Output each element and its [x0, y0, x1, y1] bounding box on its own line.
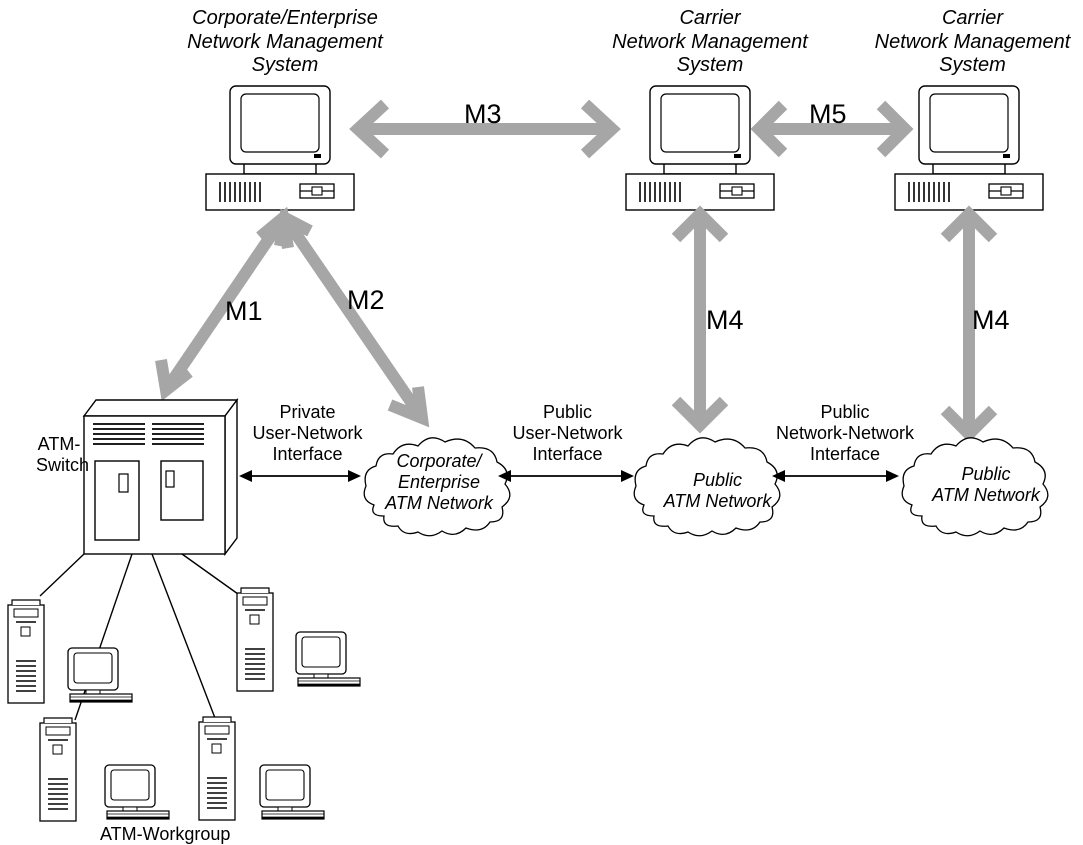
workgroup-server-2: [236, 587, 274, 692]
public-atm-network-cloud-2: [901, 437, 1049, 537]
m4-arrow-right: [940, 205, 998, 443]
carrier-nms-computer-1: [625, 85, 775, 211]
workgroup-workstation-3: [104, 764, 170, 821]
m1-label: M1: [225, 296, 263, 326]
private-uni-arrow: [239, 470, 361, 482]
workgroup-workstation-2: [295, 631, 361, 688]
atm-workgroup-label: ATM-Workgroup: [100, 824, 231, 844]
private-uni-label: Private User-Network Interface: [252, 402, 363, 465]
workgroup-workstation-4: [259, 764, 325, 821]
carrier-nms-label-1: Carrier Network Management System: [612, 7, 808, 77]
atm-switch: [82, 397, 239, 557]
workgroup-workstation-1: [67, 647, 133, 704]
public-nni-label: Public Network-Network Interface: [775, 402, 915, 465]
m5-label: M5: [809, 99, 847, 129]
corporate-nms-computer: [205, 85, 355, 211]
corporate-atm-network-cloud: [363, 437, 511, 537]
workgroup-server-4: [198, 716, 236, 821]
carrier-nms-computer-2: [894, 85, 1044, 211]
public-uni-arrow: [498, 470, 634, 482]
m4-arrow-left: [671, 205, 729, 434]
public-atm-network-cloud-1: [633, 437, 781, 537]
workgroup-server-1: [7, 599, 45, 704]
m4-label-right: M4: [972, 305, 1010, 335]
public-atm-network-label-1: Public ATM Network: [663, 470, 772, 512]
m4-label-left: M4: [706, 305, 744, 335]
atm-switch-label: ATM- Switch: [36, 434, 90, 476]
public-nni-arrow: [772, 470, 899, 482]
carrier-nms-label-2: Carrier Network Management System: [874, 7, 1071, 77]
corporate-nms-label: Corporate/Enterprise Network Management …: [187, 7, 383, 77]
m2-arrow: [274, 208, 430, 428]
corporate-atm-network-label: Corporate/ Enterprise ATM Network: [385, 451, 493, 514]
workgroup-links: [39, 553, 239, 721]
workgroup-server-3: [39, 717, 77, 822]
m3-arrow: [349, 99, 621, 159]
public-uni-label: Public User-Network Interface: [512, 402, 623, 465]
m5-arrow: [750, 100, 914, 158]
m2-label: M2: [347, 285, 385, 315]
m3-label: M3: [464, 99, 502, 129]
public-atm-network-label-2: Public ATM Network: [932, 464, 1040, 506]
